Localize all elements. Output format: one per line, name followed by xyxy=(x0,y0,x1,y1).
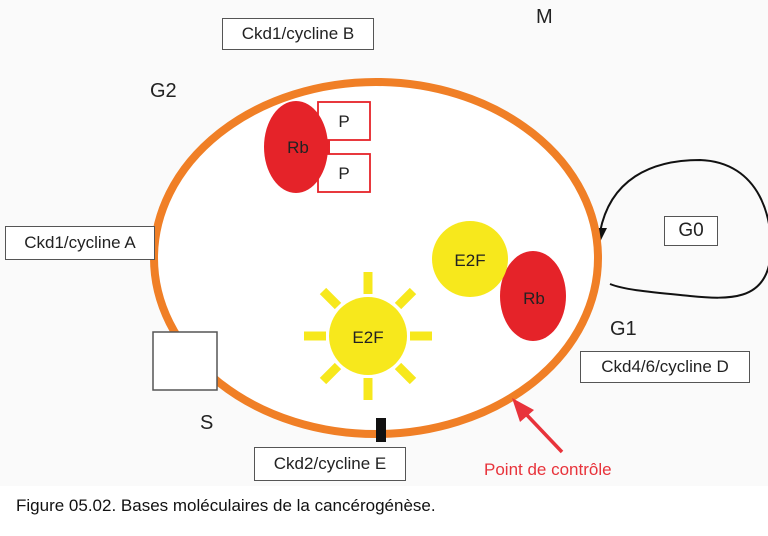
checkpoint-arrowhead xyxy=(512,398,534,422)
complex-ckd1-cycline-b: Ckd1/cycline B xyxy=(222,18,374,50)
phosphate-box-1 xyxy=(317,101,371,141)
rb-top-label: Rb xyxy=(287,138,309,157)
g0-loop xyxy=(599,158,768,299)
figure-caption: Figure 05.02. Bases moléculaires de la c… xyxy=(16,496,436,515)
phase-g2-label: G2 xyxy=(150,80,177,102)
phase-m-label: M xyxy=(536,6,553,28)
phosphate-label-1: P xyxy=(338,112,349,131)
phase-g0-box: G0 xyxy=(664,216,718,246)
rb-bound xyxy=(500,251,566,341)
complex-ckd2-cycline-e: Ckd2/cycline E xyxy=(254,447,406,481)
e2f-bound-label: E2F xyxy=(454,251,485,270)
complex-ckd1-cycline-a: Ckd1/cycline A xyxy=(5,226,155,260)
checkpoint-arrow xyxy=(522,410,564,454)
phase-s-label: S xyxy=(200,412,214,434)
s-phase-box xyxy=(152,331,218,391)
phase-g1-label: G1 xyxy=(610,318,637,340)
rb-bound-label: Rb xyxy=(523,289,545,308)
checkpoint-marker xyxy=(376,418,386,442)
e2f-bound xyxy=(432,221,508,297)
phosphate-label-2: P xyxy=(338,164,349,183)
e2f-free xyxy=(304,272,432,400)
checkpoint-label: Point de contrôle xyxy=(484,460,612,479)
complex-ckd4-6-cycline-d: Ckd4/6/cycline D xyxy=(580,351,750,383)
e2f-free-rays xyxy=(304,272,432,400)
e2f-free-label: E2F xyxy=(352,328,383,347)
rb-phosphorylated xyxy=(264,101,328,193)
e2f-free-body xyxy=(329,297,407,375)
